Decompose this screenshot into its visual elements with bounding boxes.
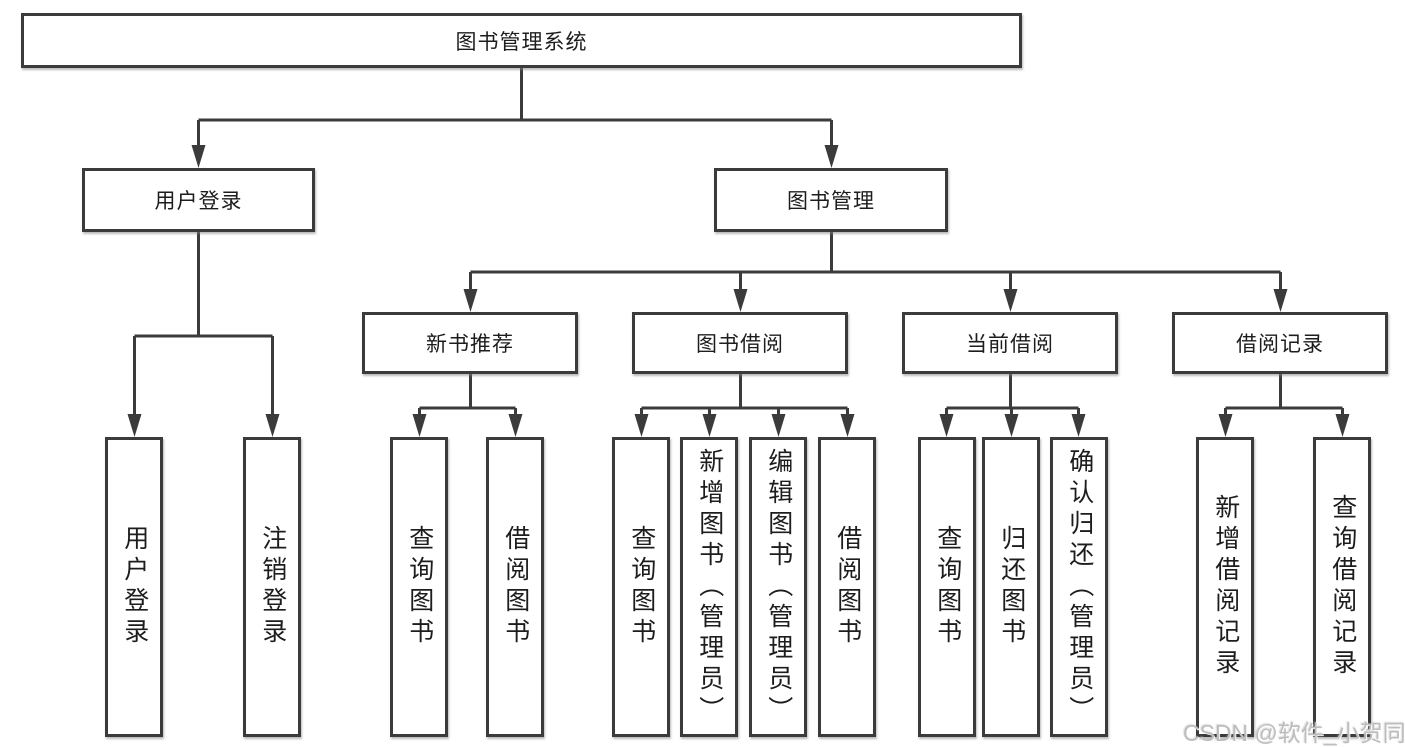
node-current-borrowing: 当前借阅	[902, 312, 1118, 374]
node-label: 查询借阅记录	[1328, 494, 1357, 680]
arrowhead-icon	[463, 289, 1288, 312]
node-label: 借阅图书	[833, 525, 862, 649]
node-label: 用户登录	[120, 525, 149, 649]
node-label: 借阅记录	[1236, 333, 1324, 356]
node-label: 图书借阅	[696, 333, 784, 356]
node-label: 新增图书（管理员）	[695, 447, 724, 727]
connector-root-to-level2	[197, 68, 833, 147]
node-label: 查询图书	[627, 525, 656, 649]
node-label: 确认归还（管理员）	[1065, 447, 1094, 727]
arrowhead-icon	[412, 414, 523, 437]
node-label: 新书推荐	[426, 333, 514, 356]
node-label: 归还图书	[997, 525, 1026, 649]
node-label: 查询图书	[405, 525, 434, 649]
node-label: 借阅图书	[501, 525, 530, 649]
connector-mgmt-to-level3	[469, 232, 1282, 291]
leaf-confirm-return-admin: 确认归还（管理员）	[1050, 437, 1108, 737]
connector-login-to-leaves	[133, 232, 274, 416]
arrowhead-icon	[634, 414, 855, 437]
node-borrowing-records: 借阅记录	[1172, 312, 1388, 374]
leaf-return-books: 归还图书	[982, 437, 1040, 737]
leaf-edit-books-admin: 编辑图书（管理员）	[749, 437, 807, 737]
node-label: 编辑图书（管理员）	[764, 447, 793, 727]
node-label: 查询图书	[933, 525, 962, 649]
connector-recommend-to-leaves	[418, 374, 517, 416]
leaf-borrow-books-recommend: 借阅图书	[486, 437, 544, 737]
leaf-query-books-borrow: 查询图书	[612, 437, 670, 737]
node-book-borrowing: 图书借阅	[632, 312, 848, 374]
node-label: 当前借阅	[966, 333, 1054, 356]
node-label: 注销登录	[258, 525, 287, 649]
arrowhead-icon	[1218, 414, 1350, 437]
node-label: 图书管理系统	[455, 30, 588, 54]
node-book-management-branch: 图书管理	[714, 168, 948, 232]
leaf-query-borrow-record: 查询借阅记录	[1313, 437, 1371, 737]
leaf-query-books-recommend: 查询图书	[390, 437, 448, 737]
leaf-query-books-current: 查询图书	[918, 437, 976, 737]
arrowhead-icon	[939, 414, 1086, 437]
node-label: 新增借阅记录	[1211, 494, 1240, 680]
csdn-watermark: CSDN @软件_小贺同学	[1183, 720, 1405, 746]
arrowhead-icon	[191, 145, 839, 168]
node-label: 图书管理	[787, 190, 875, 213]
node-library-management-system: 图书管理系统	[21, 13, 1022, 68]
connector-current-to-leaves	[945, 374, 1080, 416]
leaf-add-books-admin: 新增图书（管理员）	[680, 437, 738, 737]
node-new-book-recommendation: 新书推荐	[362, 312, 578, 374]
leaf-add-borrow-record: 新增借阅记录	[1196, 437, 1254, 737]
connector-borrow-to-leaves	[640, 374, 849, 416]
leaf-logout: 注销登录	[243, 437, 301, 737]
arrowhead-icon	[127, 414, 280, 437]
node-user-login-branch: 用户登录	[82, 168, 315, 232]
leaf-borrow-books: 借阅图书	[818, 437, 876, 737]
connector-records-to-leaves	[1224, 374, 1344, 416]
node-label: 用户登录	[154, 190, 243, 213]
leaf-user-login: 用户登录	[105, 437, 163, 737]
